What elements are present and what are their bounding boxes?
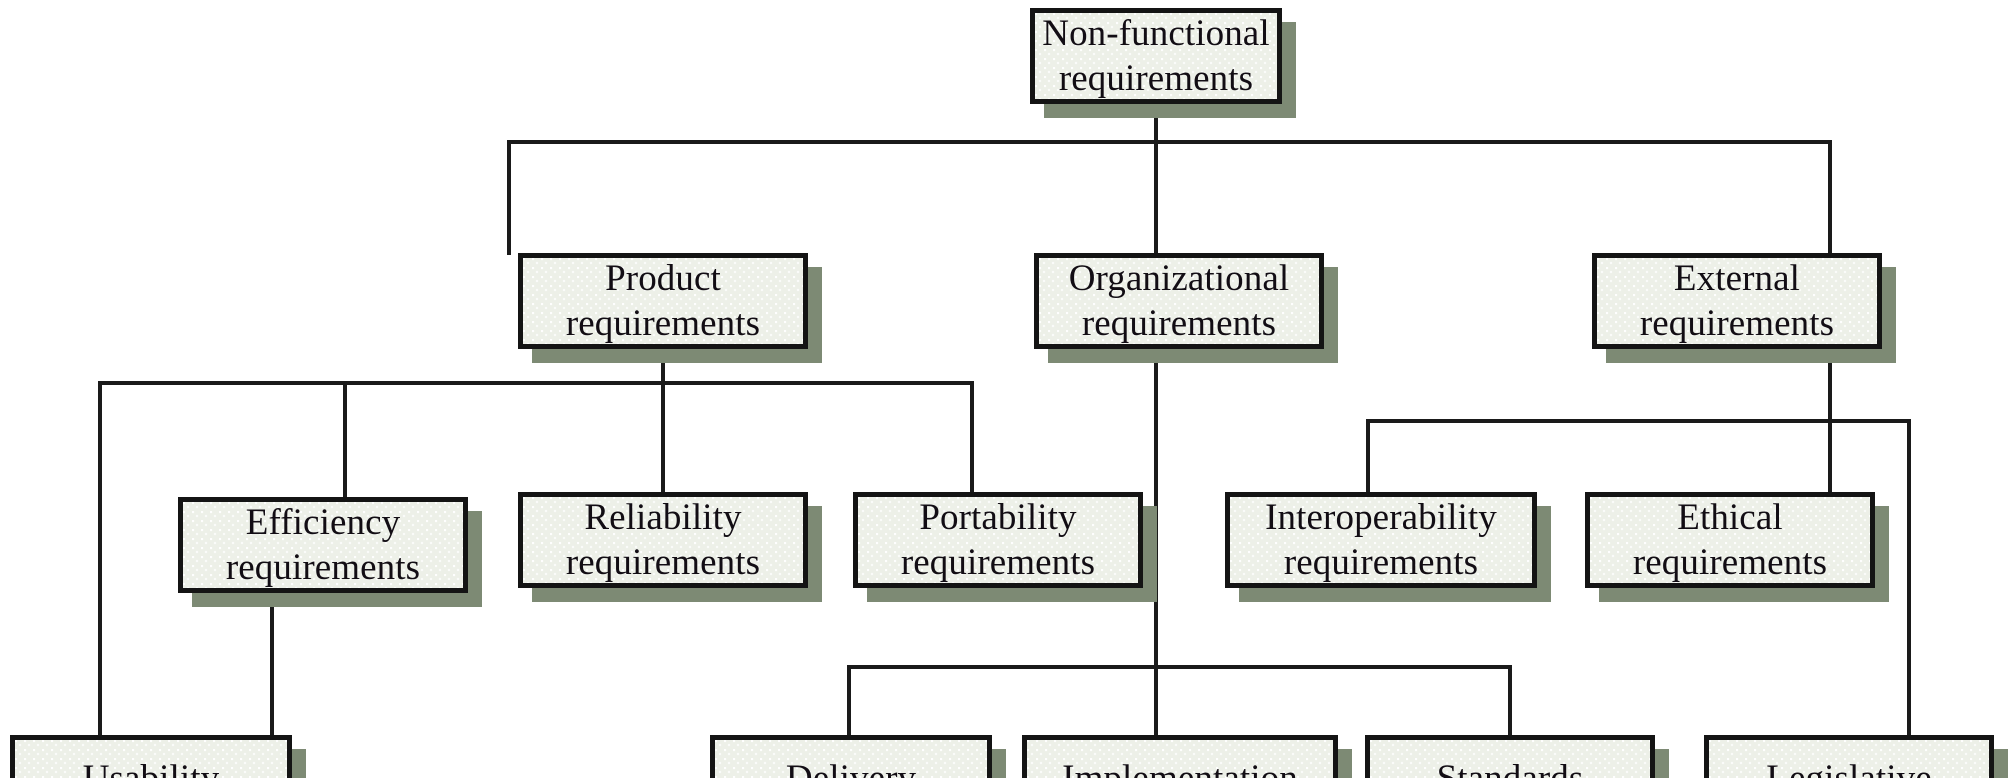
node-label-line2: requirements [900,542,1096,583]
node-label-line1: Ethical [1677,497,1783,538]
node-usability[interactable]: Usability [10,735,306,778]
edge-to-organizational [1154,140,1158,255]
node-label-line2: requirements [565,303,761,344]
edge-to-legislative [1907,419,1911,737]
edge-to-external [1828,140,1832,255]
edge-external-right-jog [1828,419,1911,423]
node-label-line1: Organizational [1068,258,1290,299]
edge-to-standards [1508,665,1512,737]
edge-product-stem [661,345,665,385]
edge-to-interoperability [1366,419,1370,494]
edge-to-usability [98,381,102,737]
node-label-line1: Non-functional [1042,13,1270,54]
node-label-line1: Legislative [1766,756,1932,778]
edge-to-product [507,140,511,255]
edge-product-bus [98,381,974,385]
node-face: Legislative [1704,735,1994,778]
edge-to-portability [970,381,974,494]
node-face: Implementation [1022,735,1338,778]
node-label-line2: requirements [1632,542,1828,583]
edge-efficiency-stem [270,589,274,778]
node-label-line1: External [1673,258,1801,299]
node-label-line1: Delivery [786,756,916,778]
edge-tier1-bus [507,140,1832,144]
node-face: Usability [10,735,292,778]
edge-external-bus [1366,419,1832,423]
node-face: Standards [1365,735,1655,778]
edge-organizational-bus [847,665,1512,669]
node-label-line1: Product [605,258,721,299]
node-label-line2: requirements [1639,303,1835,344]
edge-to-reliability [661,381,665,494]
node-label-line1: Usability [83,756,220,778]
node-legislative[interactable]: Legislative [1704,735,2008,778]
node-label-line1: Reliability [584,497,742,538]
node-standards[interactable]: Standards [1365,735,1669,778]
node-face: Delivery [710,735,992,778]
edge-to-implementation [1154,665,1158,737]
node-implementation[interactable]: Implementation [1022,735,1352,778]
node-label-line1: Interoperability [1265,497,1497,538]
node-label-line2: requirements [565,542,761,583]
edge-to-ethical [1828,419,1832,494]
edge-to-delivery [847,665,851,737]
edge-external-stem [1828,345,1832,423]
node-label-line1: Implementation [1062,756,1298,778]
node-label-line2: requirements [1283,542,1479,583]
node-label-line1: Portability [919,497,1077,538]
node-label-line1: Efficiency [245,502,401,543]
node-label-line2: requirements [1058,58,1254,99]
node-label-line2: requirements [1081,303,1277,344]
edge-root-stem [1154,100,1158,144]
node-label-line2: requirements [225,547,421,588]
node-label-line1: Standards [1437,756,1584,778]
edge-to-efficiency [343,381,347,499]
node-delivery[interactable]: Delivery [710,735,1006,778]
